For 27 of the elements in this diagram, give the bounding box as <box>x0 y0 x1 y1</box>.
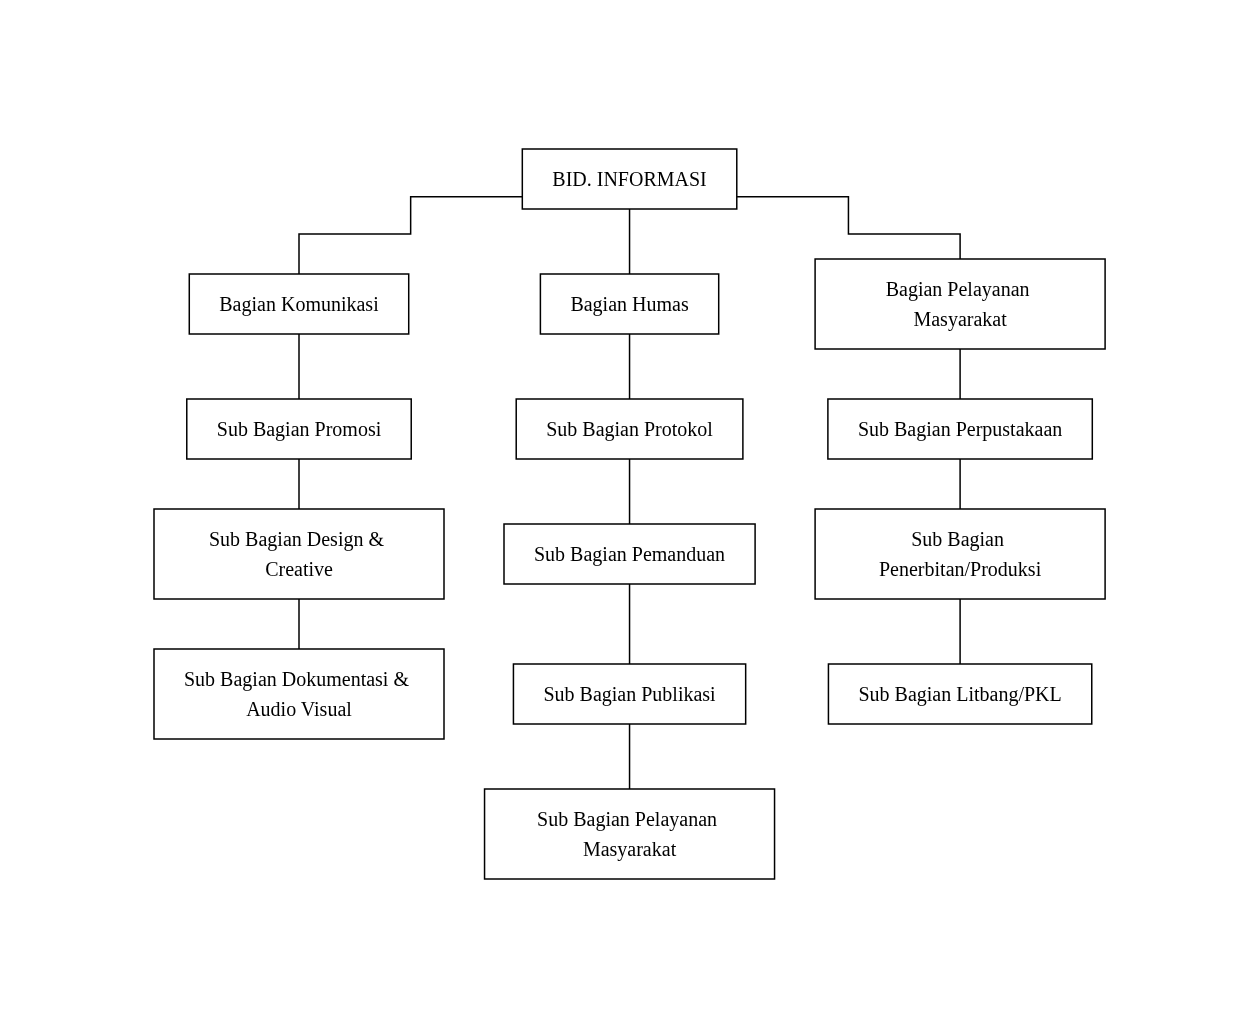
node-box: Bagian Komunikasi <box>188 273 410 335</box>
node-box: Bagian Humas <box>539 273 720 335</box>
node-box: Sub Bagian Design & Creative <box>153 508 445 600</box>
connector <box>628 333 631 400</box>
connector <box>959 598 961 665</box>
node-box: Sub Bagian Publikasi <box>512 663 747 725</box>
node-box: BID. INFORMASI <box>521 148 738 210</box>
node-box: Sub Bagian Penerbitan/Produksi <box>814 508 1106 600</box>
connector <box>298 333 300 400</box>
node-box: Sub Bagian Promosi <box>186 398 412 460</box>
node-box: Sub Bagian Dokumentasi & Audio Visual <box>153 648 445 740</box>
node-box: Sub Bagian Pelayanan Masyarakat <box>483 788 776 880</box>
connector <box>628 583 631 665</box>
connector <box>959 348 961 400</box>
connector <box>298 458 300 510</box>
connector <box>959 458 961 510</box>
connector <box>628 723 631 790</box>
node-box: Sub Bagian Litbang/PKL <box>827 663 1093 725</box>
connector <box>298 598 300 650</box>
connector <box>736 196 961 260</box>
node-box: Bagian Pelayanan Masyarakat <box>814 258 1106 350</box>
node-box: Sub Bagian Perpustakaan <box>827 398 1093 460</box>
connector <box>628 458 631 525</box>
node-box: Sub Bagian Protokol <box>515 398 744 460</box>
connector <box>298 196 523 275</box>
connector <box>628 208 631 275</box>
node-box: Sub Bagian Pemanduan <box>503 523 756 585</box>
